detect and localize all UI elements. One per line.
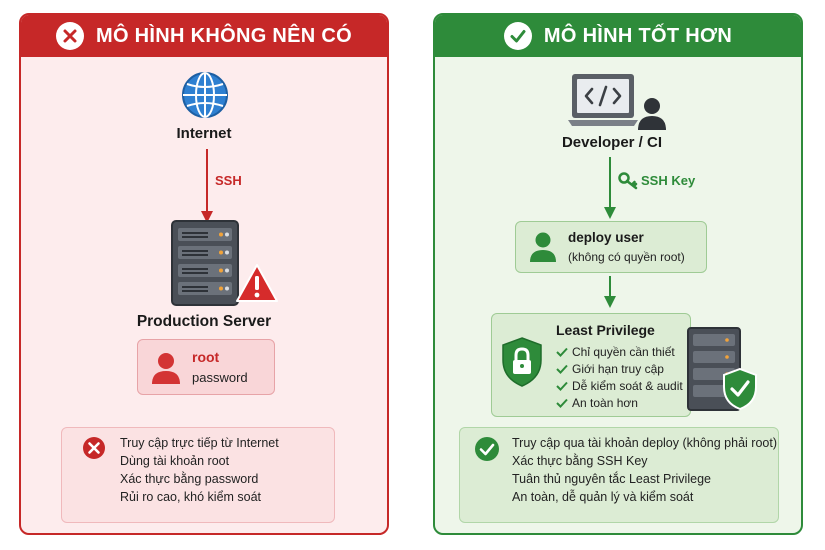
bad-model-title: MÔ HÌNH KHÔNG NÊN CÓ: [96, 24, 352, 47]
laptop-code-icon: [568, 74, 666, 130]
privilege-item: Chỉ quyền cần thiết: [572, 345, 675, 359]
ssh-key-label: SSH Key: [641, 173, 696, 188]
issue-item: Dùng tài khoản root: [120, 454, 230, 468]
benefit-item: Xác thực bằng SSH Key: [512, 454, 648, 468]
shield-check-icon: [723, 367, 757, 411]
developer-label: Developer / CI: [561, 134, 663, 151]
bad-model-panel: MÔ HÌNH KHÔNG NÊN CÓ Internet SSH: [19, 13, 389, 535]
user-icon: [152, 353, 180, 384]
good-model-header: MÔ HÌNH TỐT HƠN: [435, 15, 801, 57]
deploy-user-note: (không có quyền root): [568, 250, 685, 264]
privilege-arrow: [604, 276, 616, 308]
good-model-panel: MÔ HÌNH TỐT HƠN Developer / CI SSH Key d…: [433, 13, 803, 535]
bad-model-header: MÔ HÌNH KHÔNG NÊN CÓ: [21, 15, 387, 57]
benefits-card: Truy cập qua tài khoản deploy (không phả…: [459, 427, 779, 523]
good-model-title: MÔ HÌNH TỐT HƠN: [543, 24, 733, 47]
server-icon: [171, 220, 239, 306]
least-privilege-title: Least Privilege: [556, 322, 655, 338]
ssh-arrow: [201, 149, 213, 223]
key-icon: [618, 172, 638, 190]
deploy-user-card: deploy user (không có quyền root): [515, 221, 707, 273]
privilege-item: An toàn hơn: [572, 396, 638, 410]
internet-label: Internet: [176, 125, 232, 142]
privilege-item: Dễ kiểm soát & audit: [572, 379, 683, 393]
issue-item: Rủi ro cao, khó kiểm soát: [120, 490, 262, 504]
benefit-item: Tuân thủ nguyên tắc Least Privilege: [512, 472, 711, 486]
privilege-item: Giới hạn truy cập: [572, 362, 664, 376]
check-icon: [556, 398, 568, 408]
close-circle-icon: [83, 437, 105, 459]
ssh-label: SSH: [215, 173, 242, 188]
check-icon: [556, 364, 568, 374]
root-auth-label: password: [192, 370, 248, 385]
deploy-user-label: deploy user: [568, 230, 644, 245]
least-privilege-card: Least Privilege Chỉ quyền cần thiết Giới…: [491, 313, 691, 417]
close-icon: [56, 22, 84, 50]
check-circle-icon: [503, 22, 532, 50]
check-icon: [556, 347, 568, 357]
check-icon: [556, 381, 568, 391]
benefit-item: An toàn, dễ quản lý và kiểm soát: [512, 490, 694, 504]
shield-lock-icon: [502, 337, 542, 387]
issue-item: Truy cập trực tiếp từ Internet: [120, 436, 279, 450]
issue-item: Xác thực bằng password: [120, 472, 259, 486]
check-circle-icon: [475, 437, 499, 461]
root-account-card: root password: [137, 339, 275, 395]
production-server-label: Production Server: [136, 313, 272, 330]
root-user-label: root: [192, 349, 220, 365]
globe-icon: [182, 72, 228, 118]
ssh-key-arrow: [604, 157, 616, 219]
user-icon: [530, 232, 556, 262]
warning-icon: [236, 264, 278, 302]
issues-card: Truy cập trực tiếp từ Internet Dùng tài …: [61, 427, 335, 523]
benefit-item: Truy cập qua tài khoản deploy (không phả…: [512, 436, 777, 450]
